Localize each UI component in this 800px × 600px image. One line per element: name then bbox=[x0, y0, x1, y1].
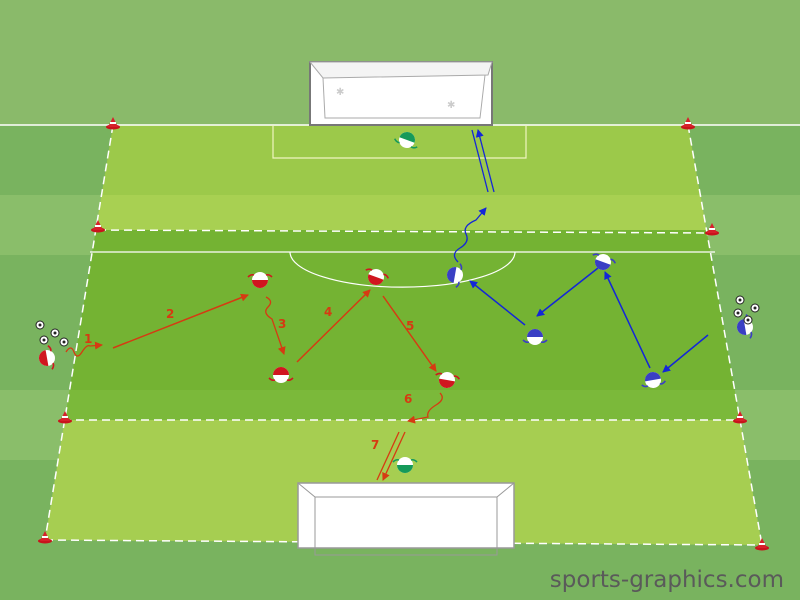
pass-arrow bbox=[469, 280, 526, 326]
balls bbox=[35, 295, 760, 347]
dribble-arrow bbox=[407, 392, 443, 424]
watermark: sports-graphics.com bbox=[550, 567, 784, 593]
cone-icon bbox=[755, 538, 769, 551]
goalkeeper-player bbox=[392, 457, 418, 473]
defender-player bbox=[641, 372, 666, 388]
pass-arrow bbox=[604, 271, 651, 369]
cones bbox=[38, 117, 769, 551]
attacker-player bbox=[39, 345, 55, 370]
shot-arrow bbox=[475, 129, 495, 193]
cone-icon bbox=[91, 220, 105, 233]
shot-arrow bbox=[382, 431, 406, 481]
step-label: 4 bbox=[324, 305, 332, 319]
defender-player bbox=[592, 253, 617, 270]
step-label: 3 bbox=[278, 317, 286, 331]
arrows bbox=[65, 129, 709, 481]
cone-icon bbox=[705, 223, 719, 236]
ball-icon bbox=[733, 308, 743, 318]
ball-icon bbox=[50, 328, 60, 338]
attacker-player bbox=[247, 272, 273, 288]
top-goal: ✱✱ bbox=[308, 61, 493, 126]
attacker-player bbox=[365, 268, 390, 285]
step-label: 2 bbox=[166, 307, 174, 321]
players bbox=[39, 132, 753, 473]
pass-arrow bbox=[536, 267, 599, 317]
attacker-player bbox=[435, 372, 460, 388]
step-label: 6 bbox=[404, 392, 412, 406]
step-label: 5 bbox=[406, 319, 414, 333]
goalkeeper-player bbox=[393, 132, 418, 149]
pass-arrow bbox=[662, 334, 709, 373]
shot-line bbox=[471, 129, 489, 193]
svg-text:✱: ✱ bbox=[336, 87, 344, 98]
cone-icon bbox=[733, 411, 747, 424]
dribble-arrow bbox=[265, 296, 286, 355]
step-label: 7 bbox=[371, 438, 379, 452]
cone-icon bbox=[106, 117, 120, 130]
pass-arrow bbox=[382, 295, 437, 372]
ball-icon bbox=[39, 335, 49, 345]
ball-icon bbox=[59, 337, 69, 347]
cone-icon bbox=[681, 117, 695, 130]
attacker-player bbox=[268, 367, 294, 383]
ball-icon bbox=[750, 303, 760, 313]
svg-text:✱: ✱ bbox=[447, 100, 455, 111]
step-label: 1 bbox=[84, 332, 92, 346]
pass-arrow bbox=[112, 293, 249, 349]
cone-icon bbox=[38, 531, 52, 544]
shot-line bbox=[376, 431, 400, 481]
ball-icon bbox=[735, 295, 745, 305]
pass-arrow bbox=[296, 289, 371, 363]
defender-player bbox=[522, 329, 548, 345]
defender-player bbox=[447, 263, 463, 288]
ball-icon bbox=[35, 320, 45, 330]
dribble-arrow bbox=[453, 207, 487, 263]
step-labels: 1 2 3 4 5 6 7 bbox=[84, 305, 414, 452]
ball-icon bbox=[743, 315, 753, 325]
field-zones bbox=[45, 125, 762, 545]
bottom-goal bbox=[297, 482, 515, 556]
dribble-arrow bbox=[65, 341, 103, 357]
cone-icon bbox=[58, 411, 72, 424]
